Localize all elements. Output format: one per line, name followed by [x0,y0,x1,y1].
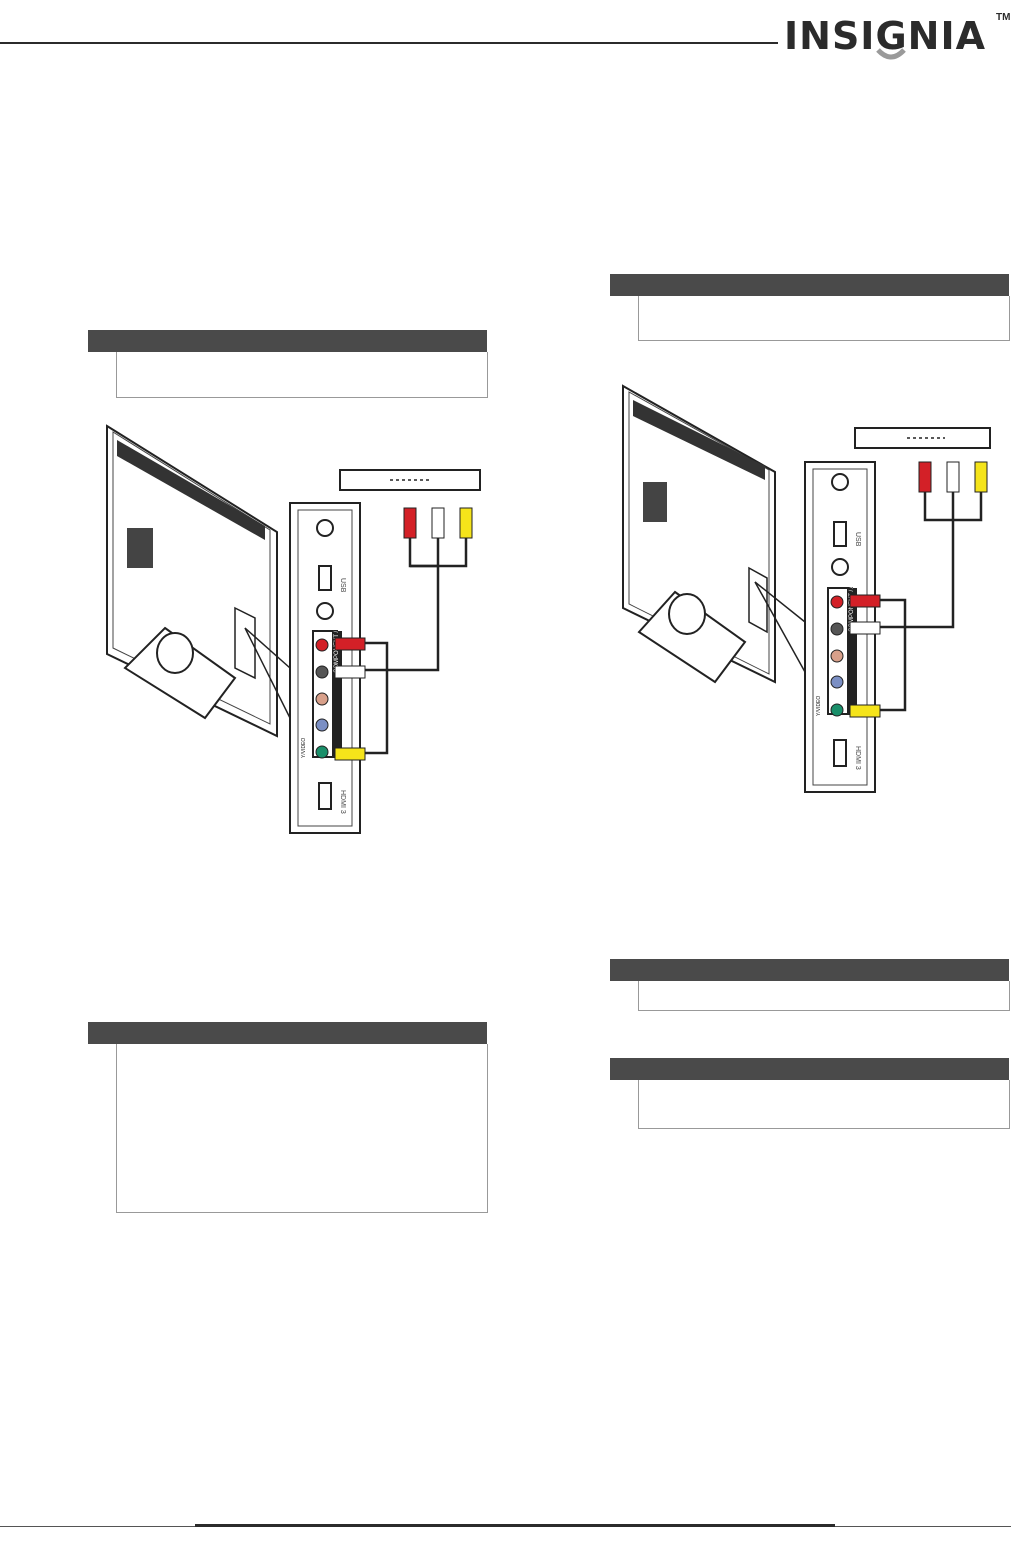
trademark-mark: TM [996,12,1011,23]
audio-out-jack-icon-right [831,558,849,576]
video-jack-icon-right [830,703,844,717]
brand-logo: INSIGNIA TM [778,8,1011,64]
note-box-5-body [638,1080,1010,1129]
header-rule [0,42,778,44]
note-box-3-body [638,296,1010,341]
video-jack-icon [315,745,329,759]
tv-back-left [106,424,278,738]
audio-l-jack-icon [315,665,329,679]
hdmi3-label: HDMI 3 [339,790,346,814]
red-plug-icon [403,507,417,539]
usb-port-icon-right [833,521,847,547]
dvd-player-right [854,427,991,449]
red-plug-icon-right [918,461,932,493]
note-box-5 [610,1058,1010,1129]
usb-label-right: USB [854,532,861,547]
video-label-right: Y/VIDEO [816,696,822,716]
note-box-4-header [610,959,1009,981]
headphone-jack-icon [316,519,334,537]
yellow-plug-icon-right [974,461,988,493]
logo-swoosh-icon [876,48,906,60]
audio-r-jack-icon-right [830,595,844,609]
note-box-2 [88,1022,488,1213]
usb-label: USB [339,578,346,593]
tv-connection-diagram-left: USB COMPONENT / AV Y/VIDEO HDMI 3 [106,424,481,834]
note-box-1 [88,330,488,398]
headphone-jack-icon-right [831,473,849,491]
note-box-1-body [116,352,488,398]
pr-jack-icon-right [830,649,844,663]
pb-jack-icon [315,718,329,732]
note-box-5-header [610,1058,1009,1080]
hdmi3-label-right: HDMI 3 [854,746,861,770]
footer-rule-accent [195,1524,835,1527]
av-cable-left [334,507,473,761]
note-box-3 [610,274,1010,341]
white-plug-icon-right [946,461,960,493]
note-box-4 [610,959,1010,1011]
audio-r-jack-icon [315,638,329,652]
hdmi3-port-icon-right [833,739,847,767]
pb-jack-icon-right [830,675,844,689]
tv-connection-diagram-right: USB COMPONENT / AV Y/VIDEO HDMI 3 [622,384,991,793]
note-box-1-header [88,330,487,352]
note-box-2-body [116,1044,488,1213]
video-label: Y/VIDEO [301,738,307,758]
note-box-4-body [638,981,1010,1011]
usb-port-icon [318,565,332,591]
brand-logo-text: INSIGNIA [784,14,986,58]
white-plug-icon [431,507,445,539]
audio-out-jack-icon [316,602,334,620]
tv-back-right [622,384,776,684]
av-cable-right [849,461,988,718]
audio-l-jack-icon-right [830,622,844,636]
yellow-plug-icon [459,507,473,539]
note-box-2-header [88,1022,487,1044]
dvd-player-left [339,469,481,491]
pr-jack-icon [315,692,329,706]
hdmi3-port-icon [318,782,332,810]
note-box-3-header [610,274,1009,296]
